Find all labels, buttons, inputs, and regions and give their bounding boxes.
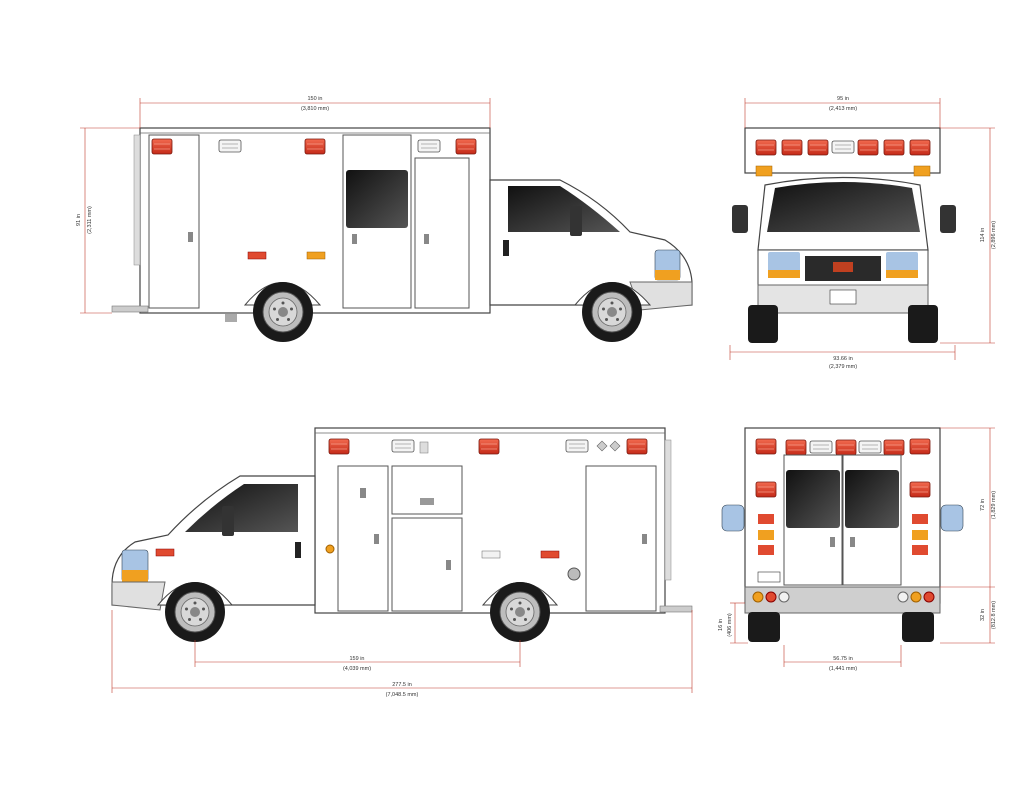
dim-wheelbase-mm: (4,039 mm) — [343, 666, 371, 672]
dim-height-mm: (2,311 mm) — [87, 206, 93, 234]
dim-door-width: 56.75 in — [833, 656, 853, 662]
dim-step-height: 16 in — [718, 619, 724, 631]
dim-overall-length-mm: (7,048.5 mm) — [386, 692, 419, 698]
dim-step-height-mm: (406 mm) — [727, 613, 733, 637]
dim-front-width-mm: (2,413 mm) — [829, 106, 857, 112]
dim-overall-length: 277.5 in — [392, 682, 412, 688]
side-view-left: 150 in (3,810 mm) 91 in (2,311 mm) — [76, 96, 693, 343]
dim-body-length: 150 in — [308, 96, 323, 102]
dim-overall-height-mm: (2,896 mm) — [991, 221, 997, 249]
dim-floor-height-mm: (812.8 mm) — [991, 601, 997, 629]
dim-track-mm: (2,379 mm) — [829, 364, 857, 370]
dim-door-width-mm: (1,441 mm) — [829, 666, 857, 672]
dim-front-width: 95 in — [837, 96, 849, 102]
dim-track: 93.66 in — [833, 356, 853, 362]
side-view-right: 159 in (4,039 mm) 277.5 in (7,048.5 mm) — [111, 427, 693, 698]
dim-body-length-mm: (3,810 mm) — [301, 106, 329, 112]
dim-door-height: 72 in — [980, 499, 986, 511]
dim-height: 91 in — [76, 214, 82, 226]
front-view: 95 in (2,413 mm) 114 in (2,896 mm) 93.66… — [729, 96, 997, 370]
rear-view: 72 in (1,829 mm) 32 in (812.8 mm) 16 in … — [718, 427, 997, 672]
dim-door-height-mm: (1,829 mm) — [991, 491, 997, 519]
dim-overall-height: 114 in — [980, 228, 986, 243]
dim-floor-height: 32 in — [980, 609, 986, 621]
dim-wheelbase: 159 in — [350, 656, 365, 662]
